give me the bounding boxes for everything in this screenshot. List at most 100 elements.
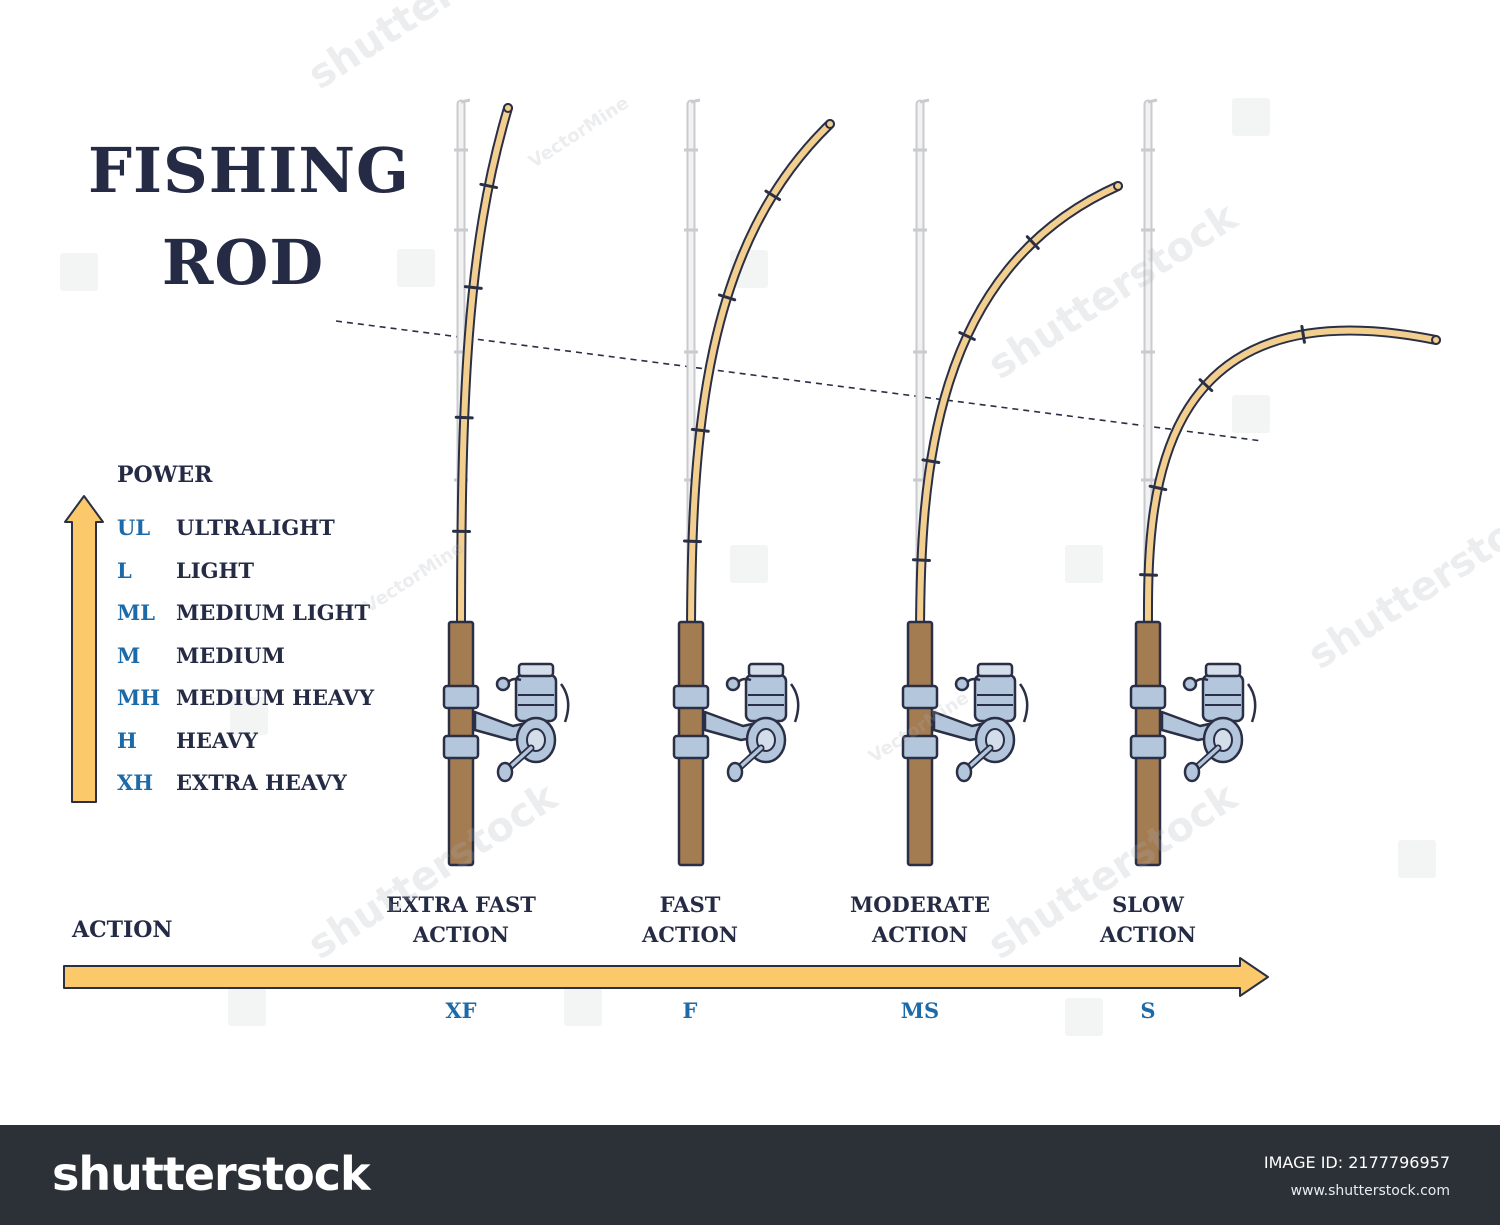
rod-label-line1: EXTRA FAST [386, 892, 536, 917]
reel-crank-knob [496, 761, 514, 783]
reel-crank [966, 746, 992, 770]
rod-label-slow: SLOW ACTION [1038, 890, 1258, 950]
rod-code-ms: MS [900, 998, 940, 1023]
reel-crank-knob [955, 761, 973, 783]
reel-seat-band [442, 684, 480, 710]
rod-label-fast: FAST ACTION [580, 890, 800, 950]
rod-guide [958, 331, 976, 341]
reel-seat-band [442, 734, 480, 760]
reel-crank-knob [1183, 761, 1201, 783]
rod-blank [917, 183, 1121, 643]
action-heading: ACTION [72, 917, 173, 943]
title-line-1: FISHING [88, 134, 410, 207]
rod-label-extra-fast: EXTRA FAST ACTION [351, 890, 571, 950]
rod-blank [688, 121, 833, 643]
reel-spool-cap [747, 662, 785, 678]
rod-guide [764, 189, 782, 202]
power-code-l: L [117, 558, 132, 583]
bend-point-line [335, 320, 1263, 442]
rod-guide [1139, 573, 1159, 577]
title-line-2: ROD [161, 226, 325, 299]
rod-guide [1300, 324, 1306, 344]
reel-crank [737, 746, 763, 770]
footer-bar: shutterstock IMAGE ID: 2177796957 www.sh… [0, 1125, 1500, 1225]
reel-spool [1201, 673, 1245, 723]
rod-blank [1144, 327, 1439, 643]
reel-spool-cap [1204, 662, 1242, 678]
watermark-square [1065, 545, 1103, 583]
watermark-square [1065, 998, 1103, 1036]
rod-2 [901, 98, 1123, 867]
power-name-heavy: HEAVY [176, 728, 258, 753]
footer-url: www.shutterstock.com [1290, 1183, 1450, 1199]
rod-ghost-tip [1147, 98, 1158, 104]
power-heading: POWER [117, 462, 213, 488]
reel-spool [973, 673, 1017, 723]
power-name-ultralight: ULTRALIGHT [176, 515, 335, 540]
rod-guide [717, 293, 737, 302]
power-name-medium-heavy: MEDIUM HEAVY [176, 685, 375, 710]
watermark-square [1232, 98, 1270, 136]
power-arrow [64, 495, 104, 803]
rod-1 [672, 98, 835, 867]
rod-3 [1129, 98, 1441, 867]
rod-0 [442, 98, 570, 867]
rod-tip [503, 103, 513, 113]
watermark-square [564, 988, 602, 1026]
rod-code-f: F [682, 998, 698, 1023]
rod-blank-outline [1142, 325, 1441, 645]
power-name-light: LIGHT [176, 558, 254, 583]
rod-label-line2: ACTION [642, 922, 738, 947]
rod-label-line1: MODERATE [850, 892, 990, 917]
rod-guide [479, 182, 499, 190]
reel-spool-cap [517, 662, 555, 678]
action-arrow [63, 957, 1269, 997]
rods-group [442, 98, 1441, 867]
watermark-square [730, 545, 768, 583]
power-code-ul: UL [117, 515, 151, 540]
rod-guide [1025, 235, 1040, 250]
rod-label-line2: ACTION [872, 922, 968, 947]
rod-ghost-tip [690, 98, 701, 104]
reel-crank-knob [726, 761, 744, 783]
power-name-medium-light: MEDIUM LIGHT [176, 600, 371, 625]
rod-code-xf: XF [445, 998, 477, 1023]
rod-guide [690, 427, 710, 433]
reel-spool-cap [976, 662, 1014, 678]
power-name-medium: MEDIUM [176, 643, 285, 668]
reel-seat-band [672, 684, 710, 710]
footer-logo: shutterstock [52, 1147, 371, 1201]
reel-seat-band [901, 734, 939, 760]
rod-label-line2: ACTION [413, 922, 509, 947]
rod-guide [463, 285, 483, 290]
power-name-extra-heavy: EXTRA HEAVY [176, 770, 347, 795]
reel-seat-band [901, 684, 939, 710]
reel-bail-roller [725, 676, 741, 692]
rod-label-moderate: MODERATE ACTION [810, 890, 1030, 950]
rod-guide [1148, 484, 1168, 492]
power-code-mh: MH [117, 685, 161, 710]
watermark-square [230, 697, 268, 735]
reel-bail-roller [1182, 676, 1198, 692]
rod-label-line1: FAST [659, 892, 721, 917]
power-code-m: M [117, 643, 141, 668]
reel-spool [744, 673, 788, 723]
rod-tip [1431, 335, 1441, 345]
watermark-squares [60, 98, 1436, 1036]
rod-guide [921, 458, 941, 464]
rod-blank [458, 105, 511, 643]
watermark-square [397, 249, 435, 287]
rod-label-line2: ACTION [1100, 922, 1196, 947]
power-code-ml: ML [117, 600, 156, 625]
rod-tip [1113, 181, 1123, 191]
rod-ghost-tip [460, 98, 471, 104]
reel-seat-band [672, 734, 710, 760]
rod-guide [1198, 378, 1214, 393]
watermark-square [1232, 395, 1270, 433]
reel-seat-band [1129, 734, 1167, 760]
reel-crank [507, 746, 533, 770]
rod-guide [454, 415, 474, 420]
reel-bail-roller [954, 676, 970, 692]
rod-guide [911, 558, 931, 562]
reel-seat-band [1129, 684, 1167, 710]
